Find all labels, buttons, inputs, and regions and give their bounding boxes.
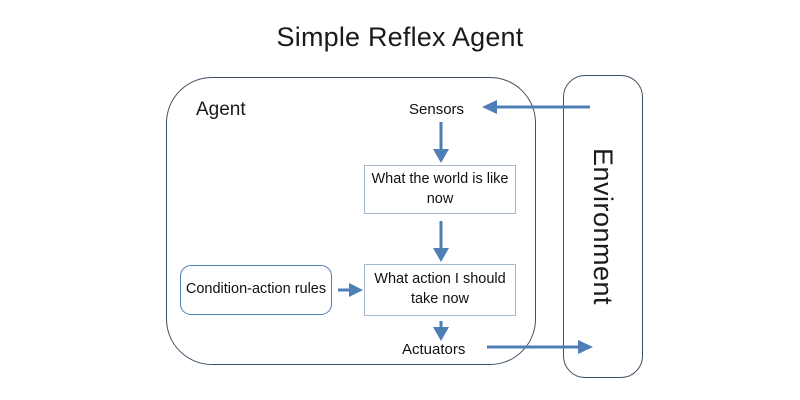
world-state-box: What the world is like now <box>364 165 516 214</box>
condition-action-rules-box: Condition-action rules <box>180 265 332 315</box>
environment-container <box>563 75 643 378</box>
actuators-label: Actuators <box>402 341 466 358</box>
action-selection-box: What action I should take now <box>364 264 516 316</box>
agent-label: Agent <box>196 99 246 120</box>
agent-container <box>166 77 536 365</box>
sensors-label: Sensors <box>409 101 465 118</box>
environment-label: Environment <box>588 147 619 306</box>
page-title: Simple Reflex Agent <box>276 22 524 52</box>
